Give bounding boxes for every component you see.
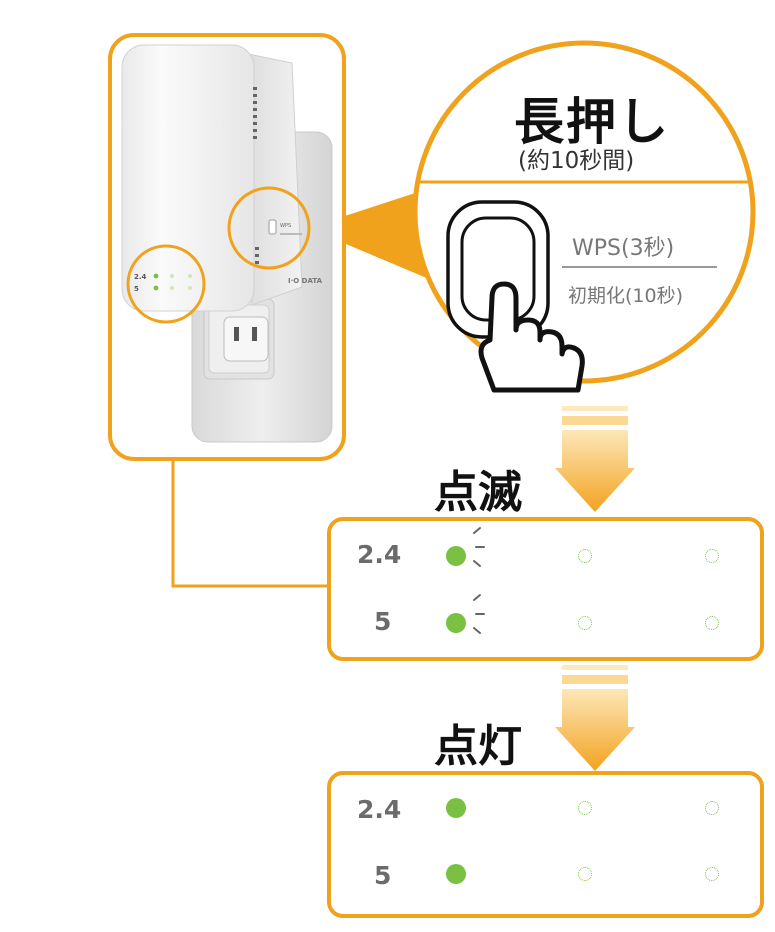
band-label-5: 5 — [374, 861, 392, 890]
svg-text:I·O DATA: I·O DATA — [288, 277, 323, 285]
blink-rays-icon — [473, 527, 485, 634]
step-title-blinking: 点滅 — [434, 467, 522, 518]
led-off — [705, 867, 719, 881]
callout-subtitle: (約10秒間) — [518, 148, 635, 174]
pressing-hand-icon — [478, 281, 585, 393]
wps-highlight-circle — [227, 186, 311, 270]
led-off — [705, 801, 719, 815]
step-title-on: 点灯 — [434, 721, 522, 772]
led-2-4-on — [446, 798, 466, 818]
led-highlight-circle — [126, 244, 206, 324]
led-panel-blinking — [327, 517, 764, 661]
led-2-4-blinking — [446, 546, 466, 566]
callout-title: 長押し — [514, 93, 670, 151]
led-panel-on — [327, 771, 764, 918]
wps-label: WPS(3秒) — [572, 236, 675, 261]
band-label-2-4: 2.4 — [357, 540, 402, 569]
band-label-2-4: 2.4 — [357, 795, 402, 824]
led-5-blinking — [446, 613, 466, 633]
wall-outlet-icon — [223, 316, 269, 362]
svg-text:WPS: WPS — [280, 223, 291, 229]
down-arrow-icon — [555, 665, 635, 771]
led-off — [578, 549, 592, 563]
svg-text:5: 5 — [134, 285, 139, 293]
led-off — [705, 616, 719, 630]
led-off — [705, 549, 719, 563]
led-off — [578, 867, 592, 881]
svg-text:2.4: 2.4 — [134, 273, 147, 281]
device-illustration: WPS I·O DATA 2.4 5 — [121, 44, 333, 443]
reset-label: 初期化(10秒) — [568, 285, 684, 307]
led-5-on — [446, 864, 466, 884]
led-off — [578, 801, 592, 815]
down-arrow-icon — [555, 406, 635, 516]
device-button-icon — [446, 200, 550, 339]
band-label-5: 5 — [374, 607, 392, 636]
callout-circle — [412, 40, 756, 393]
led-off — [578, 616, 592, 630]
